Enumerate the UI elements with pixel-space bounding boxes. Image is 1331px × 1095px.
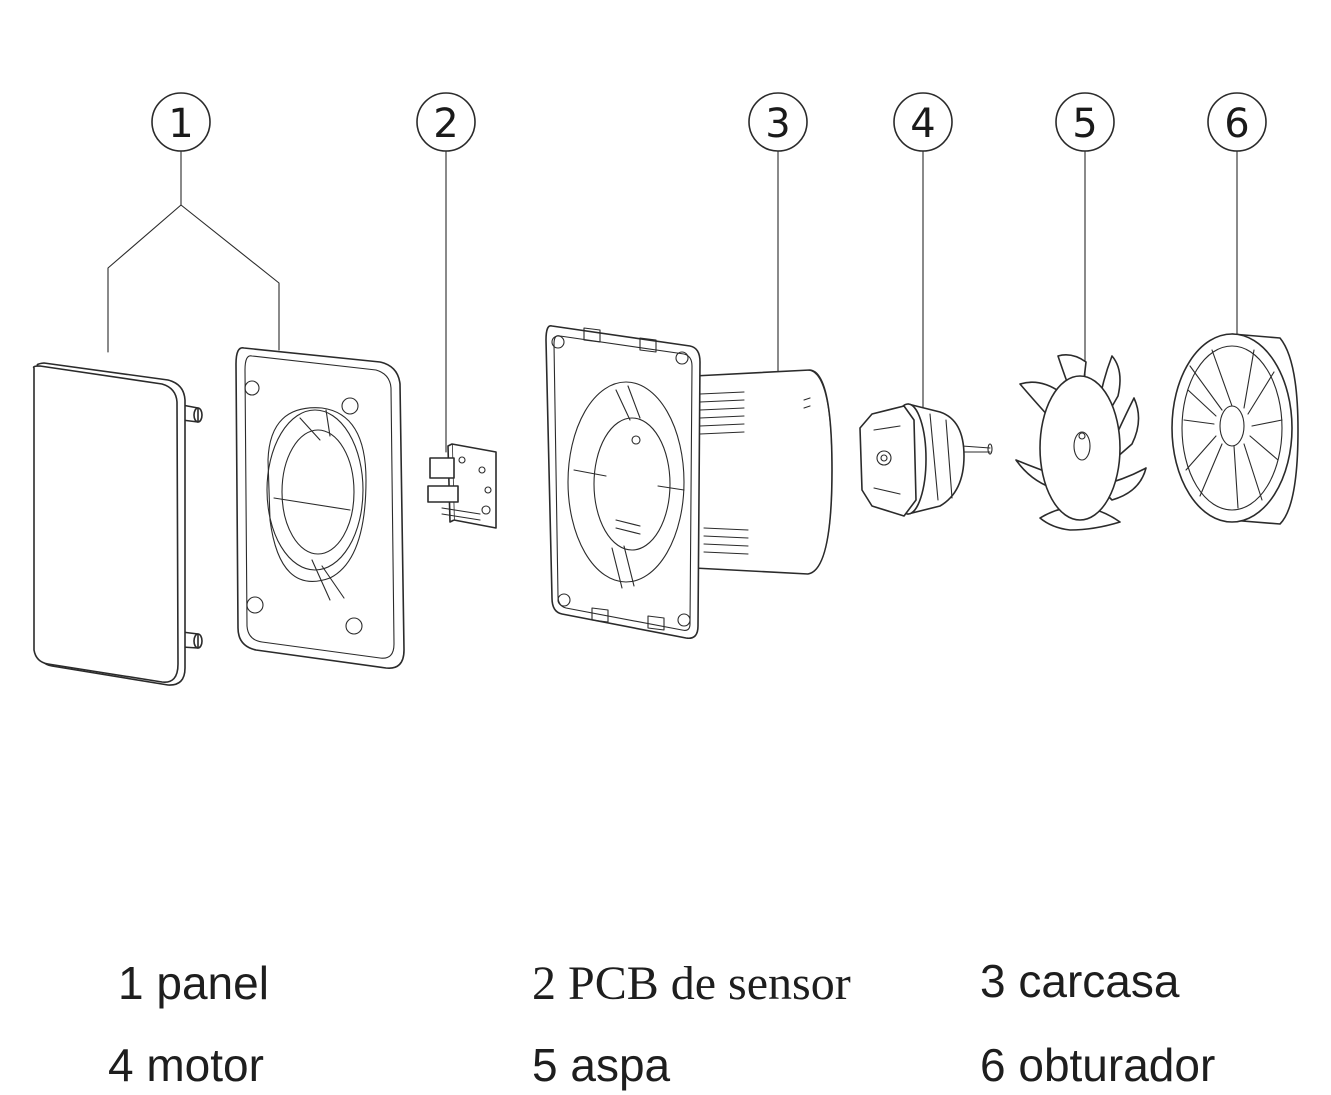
shutter-drawing [1171, 333, 1299, 525]
callout-4: 4 [893, 92, 953, 416]
callout-2: 2 [416, 92, 476, 453]
impeller-drawing [1015, 354, 1147, 531]
callout-6-label: 6 [1224, 101, 1249, 147]
sensor-pcb-drawing [427, 443, 497, 529]
housing-drawing [545, 324, 833, 640]
callout-6: 6 [1207, 92, 1267, 339]
callout-2-label: 2 [433, 101, 458, 147]
callout-1-label: 1 [168, 101, 193, 147]
motor-drawing [859, 403, 993, 517]
callout-3: 3 [748, 92, 808, 397]
front-frame-drawing [235, 347, 405, 669]
callout-3-label: 3 [765, 101, 790, 147]
callout-4-label: 4 [910, 101, 935, 147]
callout-1: 1 [107, 92, 280, 353]
front-panel-drawing [32, 362, 203, 686]
callout-5-label: 5 [1072, 101, 1097, 147]
callout-5: 5 [1055, 92, 1115, 441]
